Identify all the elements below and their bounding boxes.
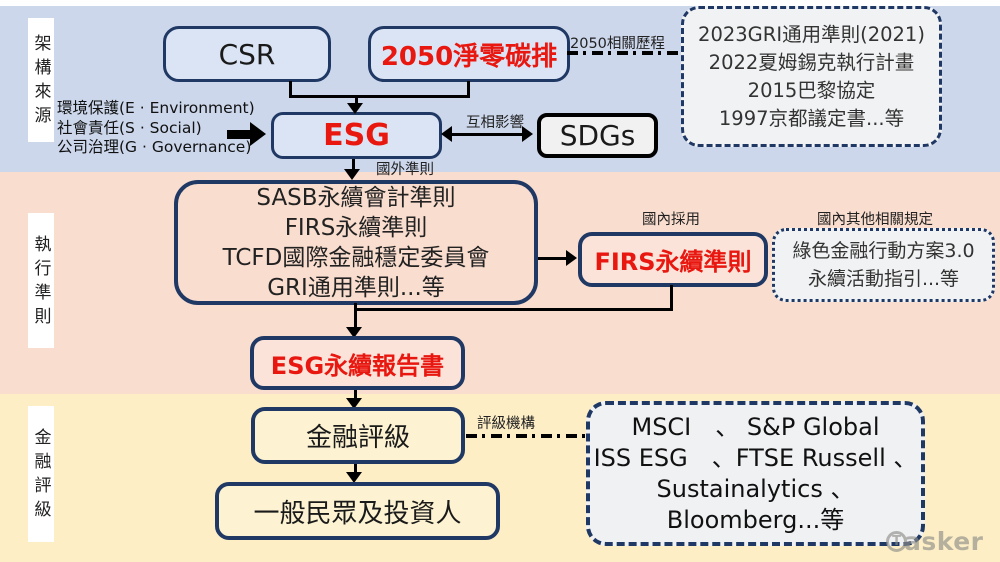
agency-bloomberg: Bloomberg...等 (666, 505, 845, 534)
node-csr: CSR (163, 26, 331, 82)
history-item-2023: 2023GRI通用準則(2021) (698, 22, 925, 46)
definition-arrow-icon (250, 122, 266, 146)
connector-merge-horizontal-2 (354, 308, 673, 311)
connector-esg-sdgs (450, 133, 530, 136)
node-public-investors: 一般民眾及投資人 (215, 482, 500, 540)
esg-definition-social: 社會責任(S · Social) (57, 118, 202, 137)
edge-label-mutual-influence: 互相影響 (466, 115, 524, 131)
esg-definition-environment: 環境保護(E · Environment) (57, 99, 255, 117)
watermark-logo-icon: T (886, 531, 907, 552)
node-financial-rating: 金融評級 (251, 407, 465, 464)
arrowhead-to-esg-icon (347, 103, 363, 114)
connector-netzero-down (467, 81, 470, 98)
definition-arrow-shaft (227, 130, 252, 139)
connector-merge-horizontal (289, 95, 470, 98)
connector-csr-down (289, 81, 292, 98)
connector-rating-agencies-dashdot (466, 434, 586, 438)
standard-firs: FIRS永續準則 (284, 214, 428, 241)
arrowhead-to-rating-icon (346, 398, 362, 409)
connector-esg-down (352, 159, 355, 171)
node-esg-report: ESG永續報告書 (250, 336, 465, 390)
standard-sasb: SASB永續會計準則 (256, 184, 456, 211)
history-item-1997: 1997京都議定書...等 (718, 106, 905, 130)
arrowhead-to-report-icon (346, 327, 362, 338)
arrowhead-to-standards-icon (344, 169, 360, 180)
node-net-zero-2050: 2050淨零碳排 (368, 26, 570, 82)
connector-standards-down (354, 303, 357, 329)
arrowhead-to-sdgs-icon (522, 126, 533, 142)
edge-label-rating-agencies: 評級機構 (477, 416, 535, 432)
edge-label-domestic-adoption: 國內採用 (642, 212, 700, 228)
agency-msci-sp: MSCI 、 S&P Global (631, 412, 880, 441)
band-label-implementation-standards: 執行準則 (28, 213, 54, 348)
agency-sustainalytics: Sustainalytics 、 (656, 474, 855, 503)
connector-firs-down (670, 285, 673, 311)
edge-label-net-zero-history: 2050相關歷程 (570, 36, 665, 52)
watermark: T asker (886, 527, 984, 556)
connector-report-down (354, 390, 357, 400)
node-international-standards: SASB永續會計準則 FIRS永續準則 TCFD國際金融穩定委員會 GRI通用準… (174, 180, 538, 305)
esg-definition-governance: 公司治理(G · Governance) (57, 138, 252, 156)
node-net-zero-history-list: 2023GRI通用準則(2021) 2022夏姆錫克執行計畫 2015巴黎協定 … (681, 6, 942, 147)
band-label-framework-source: 架構來源 (28, 18, 54, 142)
standard-gri: GRI通用準則...等 (267, 274, 445, 301)
node-rating-agencies: MSCI 、 S&P Global ISS ESG 、FTSE Russell … (586, 401, 925, 546)
node-firs-adopted: FIRS永續準則 (578, 232, 768, 287)
connector-rating-down (354, 464, 357, 474)
node-sdgs: SDGs (537, 113, 658, 158)
regulation-sustainability-guide: 永續活動指引...等 (807, 268, 960, 290)
standard-tcfd: TCFD國際金融穩定委員會 (222, 244, 490, 271)
history-item-2022: 2022夏姆錫克執行計畫 (708, 50, 915, 74)
connector-merge-to-esg (355, 97, 358, 105)
agency-iss-ftse: ISS ESG 、FTSE Russell 、 (593, 443, 918, 472)
esg-definition-text: 環境保護(E · Environment) 社會責任(S · Social) 公… (57, 99, 255, 158)
history-item-2015: 2015巴黎協定 (747, 78, 876, 102)
node-esg: ESG (271, 112, 442, 159)
band-label-financial-rating: 金融評級 (28, 406, 54, 542)
connector-netzero-history-dashdot (567, 51, 681, 55)
edge-label-foreign-standards: 國外準則 (376, 162, 434, 178)
arrowhead-to-firs-icon (566, 250, 577, 266)
connector-standards-firs (538, 257, 568, 260)
arrowhead-to-public-icon (346, 472, 362, 483)
regulation-green-finance: 綠色金融行動方案3.0 (792, 240, 975, 262)
watermark-text: asker (904, 527, 984, 556)
arrowhead-to-esg-left-icon (441, 126, 452, 142)
edge-label-domestic-other: 國內其他相關規定 (817, 212, 933, 228)
node-domestic-regulations: 綠色金融行動方案3.0 永續活動指引...等 (772, 228, 995, 302)
